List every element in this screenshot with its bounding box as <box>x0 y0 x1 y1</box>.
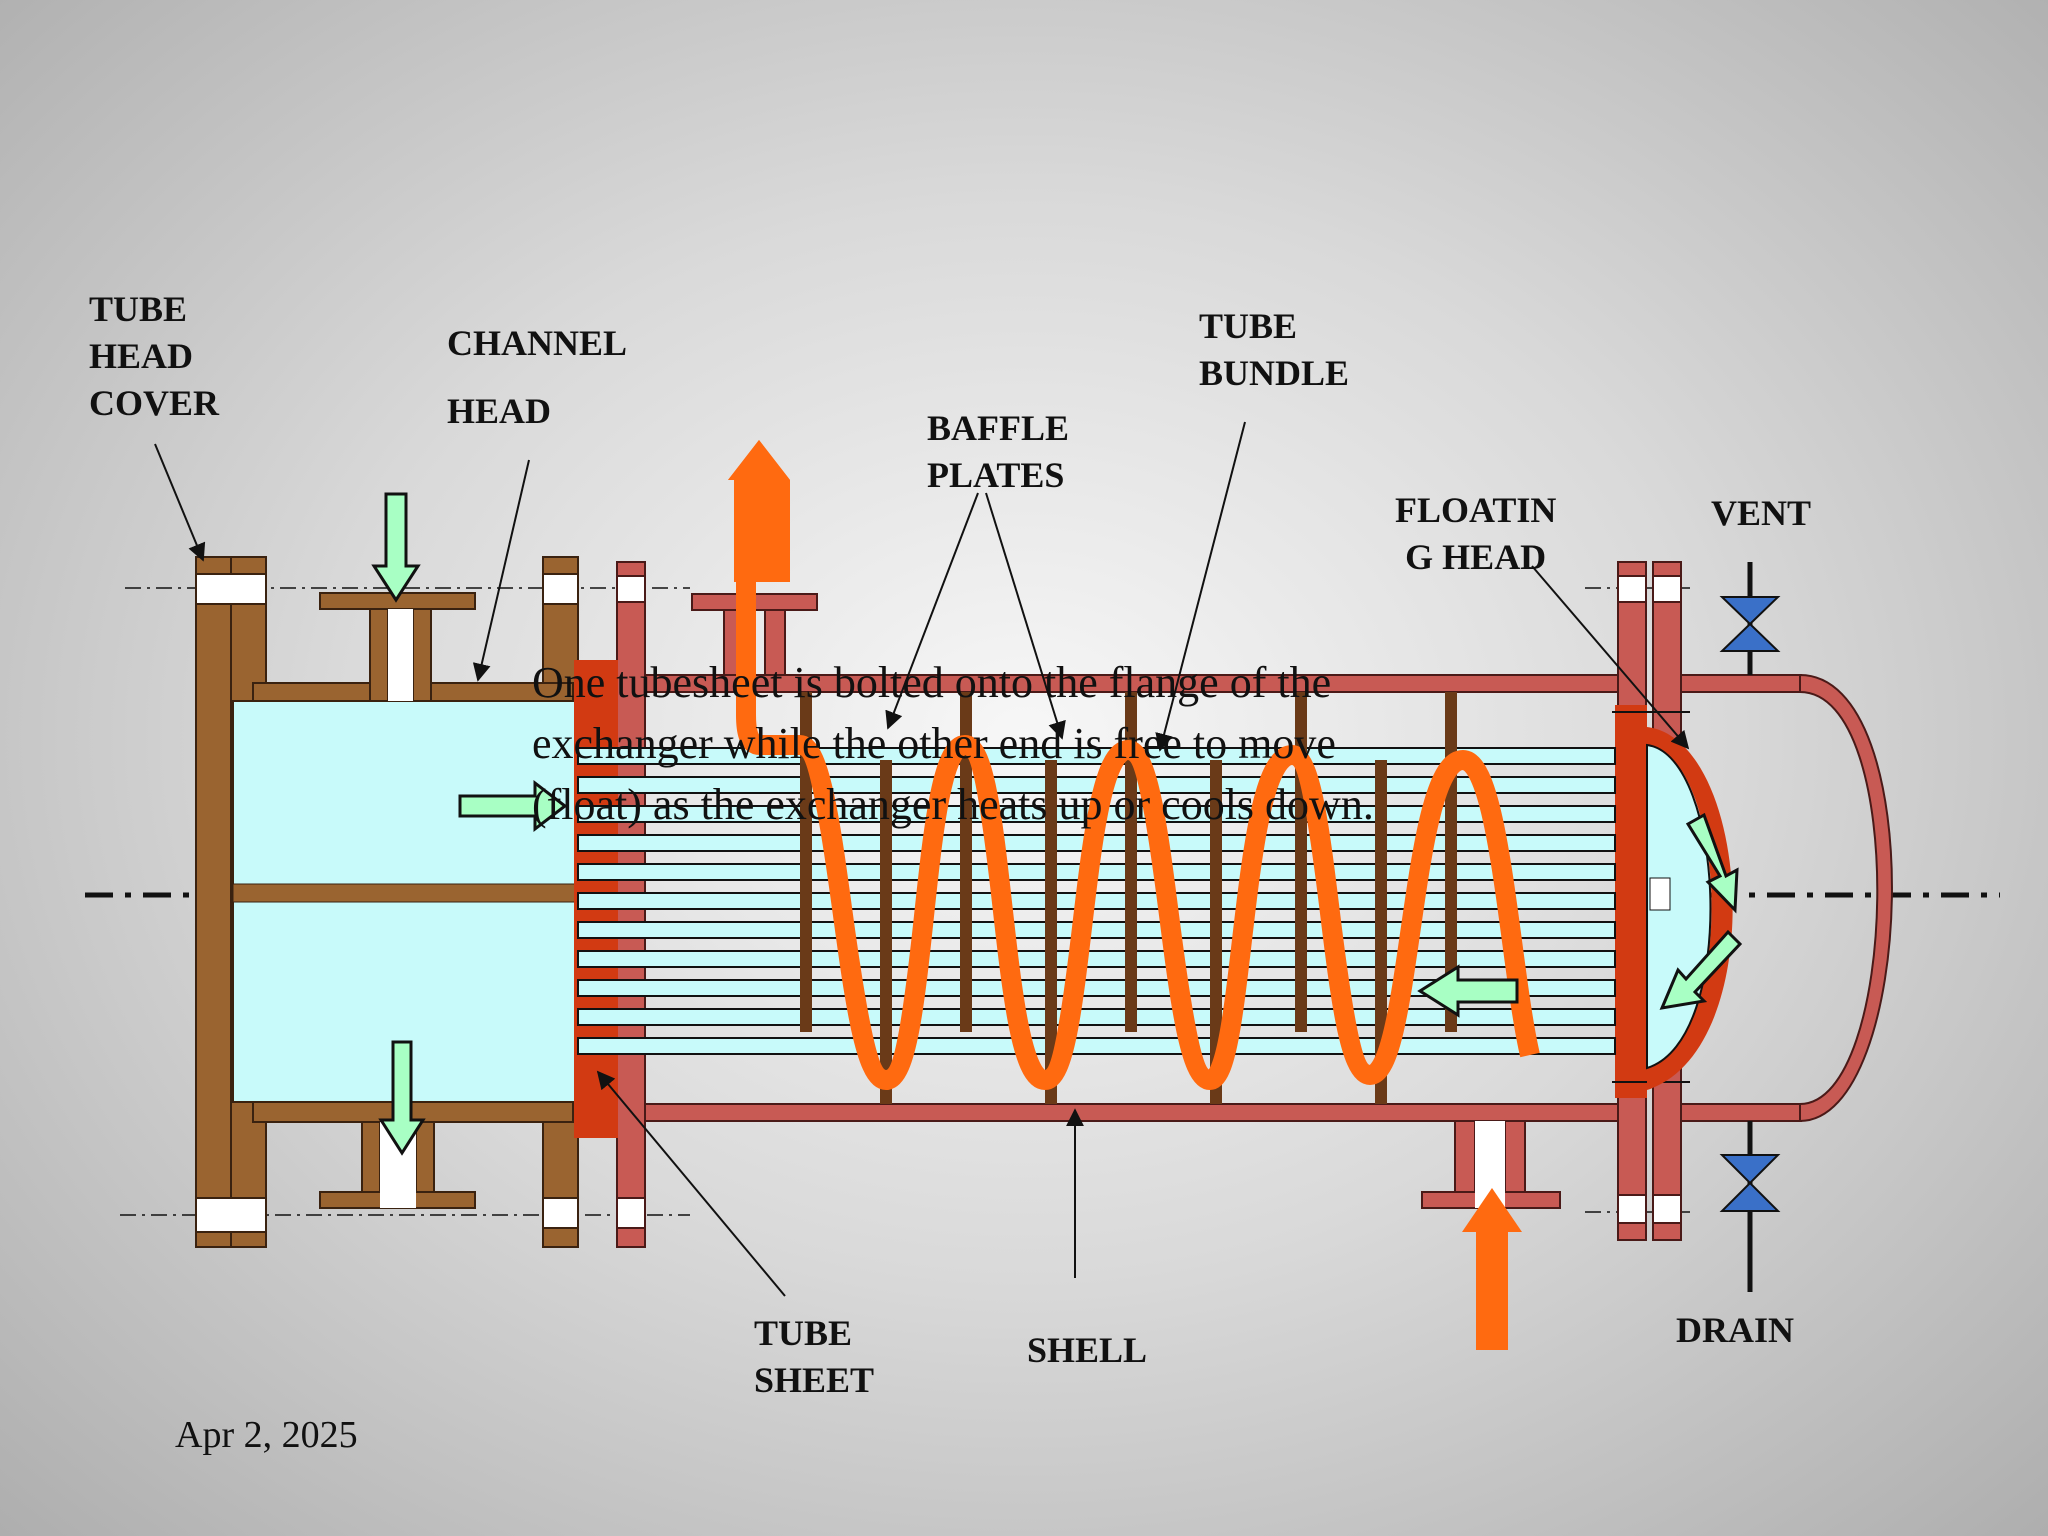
baffle-plate <box>1125 692 1137 1032</box>
shell-inlet-up-arrow-icon <box>1462 1188 1522 1350</box>
baffle-plate <box>880 760 892 1104</box>
baffle-plates <box>800 692 1457 1104</box>
caption-text: One tubesheet is bolted onto the flange … <box>532 658 1374 829</box>
floating-head-arrow-2-icon <box>1659 929 1743 1010</box>
tube-side-arrows <box>371 492 1743 1156</box>
baffle-plate <box>960 692 972 1032</box>
floating-tubesheet <box>1615 705 1647 1098</box>
label-drain: DRAIN <box>1676 1310 1795 1350</box>
baffle-plate <box>1045 760 1057 1104</box>
tube <box>577 1037 1616 1055</box>
vent-valve-icon <box>1719 562 1781 675</box>
label-tube-sheet: TUBE SHEET <box>754 1313 875 1400</box>
tube <box>577 979 1616 997</box>
tube <box>577 1008 1616 1026</box>
tube-return-left-arrow-icon <box>1417 964 1519 1018</box>
tube <box>577 921 1616 939</box>
tube-entry-right-arrow-icon <box>458 779 568 833</box>
baffle-plate <box>1375 760 1387 1104</box>
label-tube-head-cover: TUBE HEAD COVER <box>89 289 220 423</box>
floating-head-arrow-1-icon <box>1685 812 1739 914</box>
date-footer: Apr 2, 2025 <box>175 1414 358 1456</box>
tube <box>577 747 1616 765</box>
label-shell: SHELL <box>1027 1330 1148 1370</box>
tube <box>577 892 1616 910</box>
shell-side-flow <box>728 440 1540 1350</box>
label-vent: VENT <box>1711 493 1812 533</box>
tube-inlet-down-arrow-icon <box>371 492 421 603</box>
label-channel-head-line1: CHANNEL <box>447 323 628 363</box>
baffle-plate <box>800 692 812 1032</box>
label-baffle-plates: BAFFLE PLATES <box>927 408 1070 495</box>
label-channel-head-line2: HEAD <box>447 391 552 431</box>
label-floating-head: FLOATIN G HEAD <box>1395 490 1557 577</box>
baffle-plate <box>1210 760 1222 1104</box>
leader-lines <box>154 421 1690 1297</box>
channel-head <box>195 556 579 1248</box>
label-tube-bundle: TUBE BUNDLE <box>1199 306 1350 393</box>
floating-head <box>1646 727 1733 1090</box>
tube <box>577 950 1616 968</box>
tube-outlet-down-arrow-icon <box>378 1040 426 1156</box>
drain-valve-icon <box>1719 1121 1781 1292</box>
